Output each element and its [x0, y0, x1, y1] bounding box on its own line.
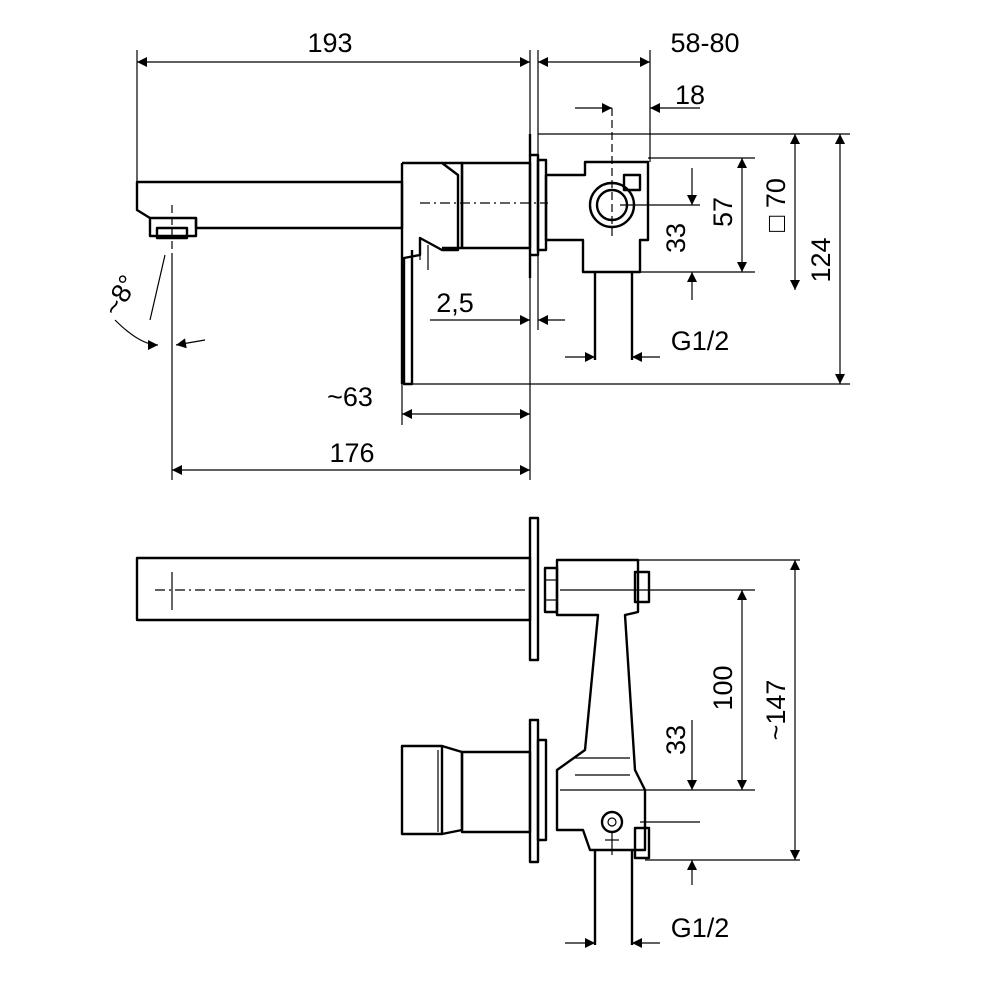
- label-overall-width: ~147: [761, 680, 791, 741]
- spout: [135, 180, 404, 255]
- label-center-height: 33: [661, 223, 691, 253]
- label-spout-projection: ~63: [327, 382, 373, 412]
- top-view: 193 58-80 18 ~8° 2,5 ~63 176 G1/2 33 57 …: [97, 28, 850, 480]
- label-overall-height: 124: [806, 237, 836, 282]
- front-view: 100 ~147 33 G1/2: [135, 516, 800, 948]
- lever-handle: [400, 161, 464, 386]
- lever-front: [400, 744, 532, 836]
- label-total-depth: 176: [329, 438, 374, 468]
- label-center-distance: 100: [708, 665, 738, 710]
- angle-indicator: [114, 254, 206, 350]
- concealed-body: [544, 108, 650, 360]
- label-body-offset: 18: [675, 80, 705, 110]
- label-plate-thickness: 2,5: [436, 288, 474, 318]
- concealed-body-front: [555, 558, 651, 945]
- front-extension-lines: [560, 559, 800, 861]
- spout-front: [135, 556, 532, 622]
- label-spout-length: 193: [307, 28, 352, 58]
- label-front-thread: G1/2: [671, 913, 730, 943]
- extension-lines: [136, 50, 850, 480]
- label-wall-depth: 58-80: [670, 28, 739, 58]
- label-body-height: 57: [708, 197, 738, 227]
- lower-wall-plate: [528, 718, 548, 864]
- label-square-size: □ 70: [761, 178, 791, 232]
- upper-wall-plate: [528, 516, 559, 662]
- label-angle: ~8°: [97, 270, 144, 321]
- label-thread: G1/2: [671, 326, 730, 356]
- label-center-offset: 33: [661, 725, 691, 755]
